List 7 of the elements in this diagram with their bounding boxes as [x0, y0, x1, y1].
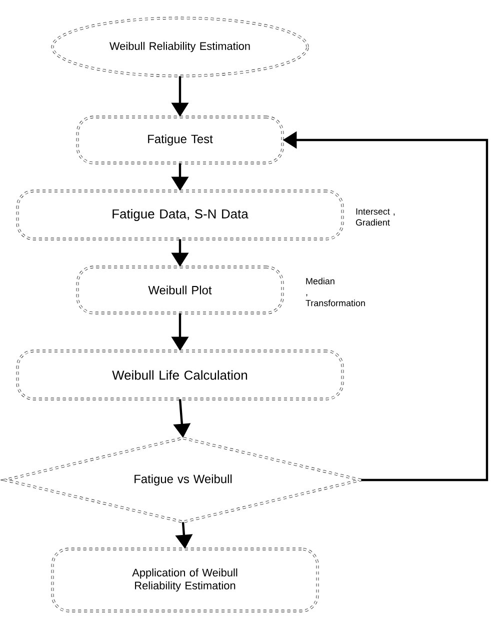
process-box: Fatigue Data, S-N Data	[16, 190, 344, 240]
process-box: Weibull Plot	[76, 266, 284, 314]
end-box: Application of Weibull Reliability Estimation	[51, 548, 319, 612]
side-note: Intersect , Gradient	[356, 208, 395, 226]
side-note: Median , Transformation	[306, 278, 365, 306]
process-box: Weibull Life Calculation	[16, 350, 344, 400]
process-box: Fatigue Test	[76, 116, 284, 164]
